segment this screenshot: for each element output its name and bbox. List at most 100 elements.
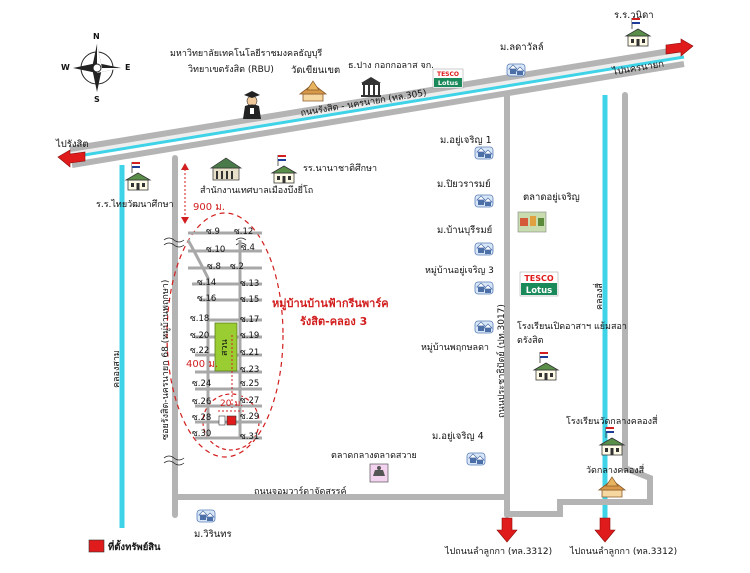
legend-label: ที่ตั้งทรัพย์สิน (108, 542, 161, 553)
soi-right-label: ซ.17 (240, 315, 260, 325)
main-highway (69, 46, 685, 168)
svg-text:TESCO: TESCO (524, 274, 554, 283)
distance-20-label: 20 ม. (220, 399, 244, 409)
chom-road-label: ถนนจอมวาร์ดาจัดสรรค์ (254, 487, 347, 497)
village-4-label: ม.อยู่เจริญ 4 (432, 431, 484, 442)
school-wat-label: โรงเรียนวัดกลางคลองสี่ (566, 417, 658, 427)
road-break-marks (163, 237, 247, 466)
temple-top-label: วัดเขียนเขต (291, 65, 341, 76)
compass-s: S (94, 95, 100, 104)
market-bottom-icon (369, 463, 389, 483)
rru-name: มหาวิทยาลัยเทคโนโลยีราชมงคลธัญบุรี (170, 49, 323, 59)
canal-right-label: คลองสี่ (595, 283, 605, 310)
compass-rose (73, 44, 121, 92)
arrow-down-2 (594, 517, 616, 543)
soi-left-label: ซ.14 (197, 278, 217, 288)
to-lam-luk-ka-2-label: ไปถนนลำลูกกา (ทล.3312) (570, 547, 678, 557)
soi-left-label: ซ.26 (192, 397, 212, 407)
village-piyawan-icon (474, 194, 494, 208)
property-neighbor-marker (218, 415, 226, 426)
svg-text:TESCO: TESCO (437, 71, 459, 78)
soi-right-label: ซ.15 (240, 295, 260, 305)
village-3-icon (474, 281, 494, 295)
temple-right-label: วัดกลางคลองสี่ (586, 466, 645, 476)
soi-right-label: ซ.23 (240, 365, 260, 375)
tesco-lotus-right-logo: TESCO Lotus (519, 271, 559, 297)
svg-text:Lotus: Lotus (526, 286, 552, 296)
compass-w: W (61, 63, 70, 72)
village-bottom-icon (196, 509, 216, 523)
village-1-label: ม.อยู่เจริญ 1 (440, 135, 492, 146)
distance-markers (184, 165, 244, 412)
park-label: สวน (220, 339, 230, 356)
soi-right-label: ซ.25 (240, 379, 260, 389)
soi-right-label: ซ.31 (240, 432, 260, 442)
compass-n: N (93, 32, 100, 41)
tesco-lotus-top-logo: TESCO Lotus (432, 68, 464, 89)
school-right-icon (533, 351, 559, 381)
project-boundary (166, 212, 284, 458)
village-1-icon (474, 146, 494, 160)
property-marker (226, 415, 237, 426)
laddawan-village-icon (506, 63, 526, 77)
soi-right-label: ซ.27 (240, 396, 260, 406)
canals (119, 95, 608, 528)
to-lam-luk-ka-1-label: ไปถนนลำลูกกา (ทล.3312) (445, 547, 553, 557)
school-top-right-label: ร.ร.วนิดา (614, 10, 654, 21)
soi-right-label: ซ.13 (240, 279, 260, 289)
soi-right-label: ซ.19 (240, 331, 260, 341)
project-name-2: รังสิต-คลอง 3 (300, 315, 368, 328)
project-name-1: หมู่บ้านบ้านฟ้ากรีนพาร์ค (272, 297, 389, 310)
bank-icon (361, 77, 381, 97)
school-left-icon (125, 161, 151, 191)
school-center-icon (271, 154, 297, 184)
school-right-label: โรงเรียนเปิดอาสาฯ แย้มสอาดรังสิต (517, 322, 627, 346)
prachathipat-label: ถนนประชาธิปัตย์ (ปท.3017) (497, 304, 507, 418)
soi-left-label: ซ.8 (207, 262, 221, 272)
to-rangsit-label: ไปรังสิต (56, 139, 89, 150)
village-suriya-label: ม.บ้านบุรีรมย์ (437, 225, 493, 236)
village-4-icon (466, 452, 486, 466)
village-pruksa-icon (474, 320, 494, 334)
market-bottom-label: ตลาดกลางตลาดสวาย (331, 451, 417, 461)
legend-box (88, 539, 105, 553)
soi-left-label: ซ.24 (192, 379, 212, 389)
distance-900-label: 900 ม. (193, 202, 226, 213)
school-top-right-icon (625, 17, 651, 47)
soi-right-label: ซ.29 (240, 412, 260, 422)
soi-left-label: ซ.16 (197, 294, 217, 304)
right-connector (504, 92, 653, 517)
school-left-label: ร.ร.ไทยวัฒนาศึกษา (96, 200, 174, 210)
village-piyawan-label: ม.ปิยวรารมย์ (437, 179, 491, 190)
arrow-to-nakhon-nayok (665, 38, 694, 57)
svg-text:Lotus: Lotus (438, 79, 458, 87)
soi-left-label: ซ.28 (192, 413, 212, 423)
soi-right-label: ซ.4 (241, 243, 255, 253)
village-pruksa-label: หมู่บ้านพฤกษลดา (421, 343, 489, 353)
direction-arrows (57, 38, 694, 543)
local-roads (172, 92, 653, 518)
temple-top-icon (299, 80, 327, 102)
soi-left-label: ซ.10 (206, 245, 226, 255)
distance-arrowheads (181, 163, 189, 224)
market-yuu-label: ตลาดอยู่เจริญ (523, 192, 580, 203)
market-yuu-icon (517, 211, 547, 233)
rru-sub: วิทยาเขตรังสิต (RBU) (188, 65, 274, 75)
soi-right-label: ซ.12 (234, 227, 254, 237)
village-bottom-label: ม.วิรินทร (194, 529, 232, 540)
canal-left-label: คลองสาม (112, 350, 122, 388)
soi-right-label: ซ.21 (240, 348, 260, 358)
soi-right-label: ซ.2 (230, 262, 244, 272)
distance-400-label: 400 ม. (186, 359, 219, 370)
soi-left-label: ซ.20 (190, 331, 210, 341)
municipal-building-icon (209, 157, 243, 181)
compass-e: E (125, 63, 131, 72)
rru-graduate-icon (243, 91, 261, 119)
school-center-label: รร.นานาชาติศึกษา (303, 164, 378, 174)
soi-left-label: ซ.22 (190, 346, 210, 356)
village-3-label: หมู่บ้านอยู่เจริญ 3 (425, 266, 494, 276)
bank-label: ธ.ปาง กอกกอลาส จก. (348, 61, 435, 71)
village-suriya-icon (474, 242, 494, 256)
arrow-down-1 (496, 517, 518, 543)
